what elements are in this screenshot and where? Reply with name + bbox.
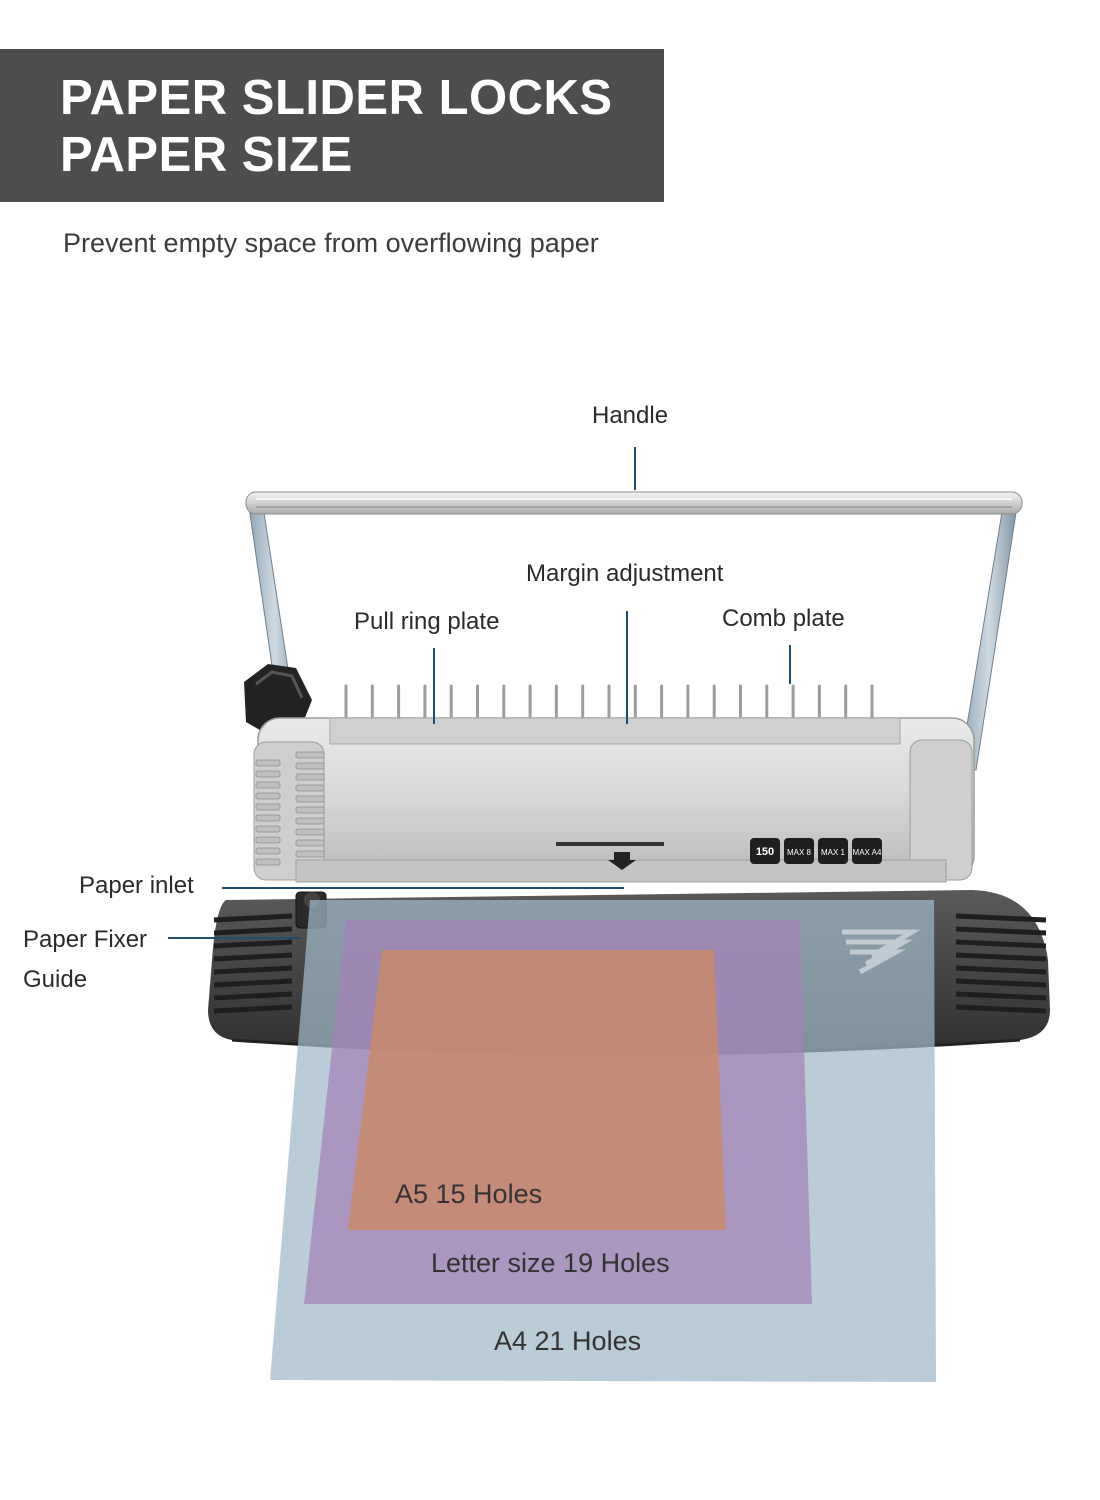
grip-ridge (255, 759, 281, 767)
badge-max-a4: MAX A4 (853, 848, 882, 857)
grip-ridge (295, 762, 325, 770)
base-ridge (213, 991, 293, 1001)
callout-handle: Handle (592, 402, 669, 429)
title-line-1: PAPER SLIDER LOCKS (60, 71, 613, 125)
grip-ridge (255, 814, 281, 822)
base-ridge (213, 978, 293, 988)
badge-150: 150 (756, 846, 774, 858)
base-ridge (213, 952, 293, 962)
base-ridges (213, 913, 1047, 1014)
front-instruction (556, 842, 664, 870)
base-ridge (955, 952, 1047, 962)
callout-paper-inlet: Paper inlet (79, 872, 194, 899)
grip-ridge (255, 770, 281, 778)
base-ridge (213, 1004, 293, 1014)
subtitle: Prevent empty space from overflowing pap… (63, 228, 599, 258)
paper-size-a5-label: A5 15 Holes (395, 1179, 543, 1209)
grip-ridge (295, 773, 325, 781)
paper-size-overlays (270, 900, 936, 1382)
base-ridge (213, 913, 293, 923)
grip-ridge (295, 806, 325, 814)
grip-ridge (295, 795, 325, 803)
base-ridge (213, 926, 293, 936)
grip-ridge (295, 751, 325, 759)
grip-ridge (255, 847, 281, 855)
capacity-badges: 150 MAX 8 MAX 1 MAX A4 (750, 838, 882, 864)
grip-ridge (255, 792, 281, 800)
base-ridge (955, 991, 1047, 1001)
base-ridge (955, 926, 1047, 936)
title-line-2: PAPER SIZE (60, 128, 353, 182)
handle-bar (245, 491, 1023, 515)
base-ridge (955, 965, 1047, 975)
base-ridge (955, 978, 1047, 988)
callout-leader-lines (168, 447, 791, 939)
grip-ridge (295, 850, 325, 858)
badge-max-8: MAX 8 (787, 848, 812, 857)
grip-ridge (255, 781, 281, 789)
callout-margin-adjustment: Margin adjustment (526, 560, 724, 587)
paper-size-letter-label: Letter size 19 Holes (431, 1248, 670, 1278)
grip-ridge (255, 825, 281, 833)
callout-comb-plate: Comb plate (722, 605, 845, 632)
callout-pull-ring-plate: Pull ring plate (354, 608, 500, 635)
grip-ridge (295, 784, 325, 792)
callout-paper-fixer-guide: Guide (23, 966, 88, 993)
grip-ridge (255, 836, 281, 844)
grip-ridge (255, 858, 281, 866)
grip-ridge (295, 817, 325, 825)
grip-ridge (295, 839, 325, 847)
title-banner: PAPER SLIDER LOCKS PAPER SIZE (0, 49, 664, 202)
base-ridge (955, 913, 1047, 923)
callout-paper-fixer: Paper Fixer (23, 926, 148, 953)
paper-overlay-a5 (348, 950, 726, 1230)
base-ridge (213, 939, 293, 949)
base-ridge (955, 1004, 1047, 1014)
grip-ridge (255, 803, 281, 811)
grip-ridge (295, 828, 325, 836)
badge-max-1: MAX 1 (821, 848, 846, 857)
base-ridge (955, 939, 1047, 949)
brand-logo-icon (842, 929, 922, 975)
base-ridge (213, 965, 293, 975)
paper-size-a4-label: A4 21 Holes (494, 1326, 642, 1356)
side-grips (255, 751, 325, 866)
